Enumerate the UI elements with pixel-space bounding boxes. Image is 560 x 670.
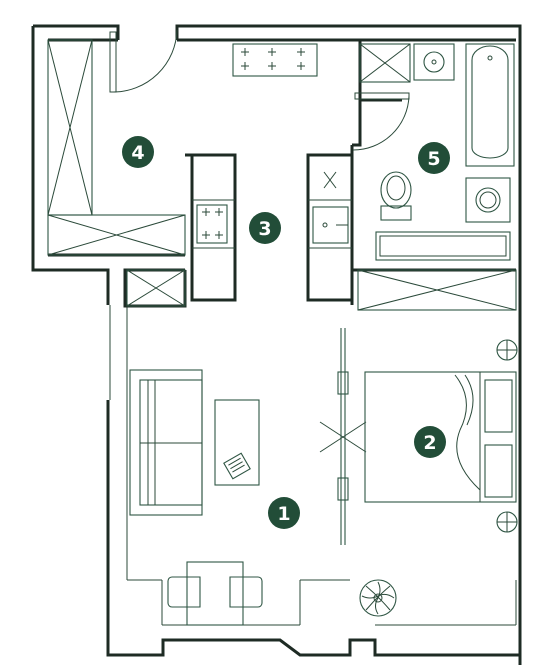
nightstand-lamp-bottom bbox=[496, 511, 518, 533]
bed bbox=[364, 371, 517, 503]
bathtub bbox=[465, 43, 515, 167]
washing-machine bbox=[465, 177, 511, 223]
outer-walls bbox=[31, 24, 522, 665]
kitchen-left-counter bbox=[192, 199, 235, 249]
bathroom-cabinet bbox=[359, 43, 455, 83]
room-badge-5: 5 bbox=[418, 142, 450, 174]
nightstand-lamp-top bbox=[496, 339, 518, 361]
sliding-door bbox=[319, 328, 367, 545]
room-badge-3: 3 bbox=[249, 212, 281, 244]
room-number-4: 4 bbox=[131, 142, 144, 164]
magazine-icon bbox=[223, 452, 251, 480]
sofa bbox=[129, 369, 203, 516]
kitchen-counter-top bbox=[232, 43, 318, 77]
bedroom-wardrobe bbox=[357, 269, 517, 311]
bathroom-shelf bbox=[375, 231, 511, 261]
stove-icon bbox=[202, 208, 223, 239]
hall-wardrobe bbox=[47, 39, 186, 307]
coffee-table bbox=[214, 399, 260, 486]
room-number-3: 3 bbox=[258, 218, 271, 240]
bathroom-door bbox=[352, 92, 410, 151]
room-badge-4: 4 bbox=[122, 136, 154, 168]
wash-basin-icon bbox=[423, 51, 445, 73]
room-number-5: 5 bbox=[427, 148, 440, 170]
room-badge-1: 1 bbox=[268, 497, 300, 529]
toilet-icon bbox=[380, 171, 412, 221]
plant-icon bbox=[359, 579, 397, 617]
room-number-2: 2 bbox=[423, 432, 436, 454]
entry-door bbox=[109, 29, 178, 93]
room-number-1: 1 bbox=[277, 503, 290, 525]
room-badge-2: 2 bbox=[414, 426, 446, 458]
kitchen-right-counter bbox=[308, 171, 352, 249]
dining-table bbox=[167, 561, 263, 626]
